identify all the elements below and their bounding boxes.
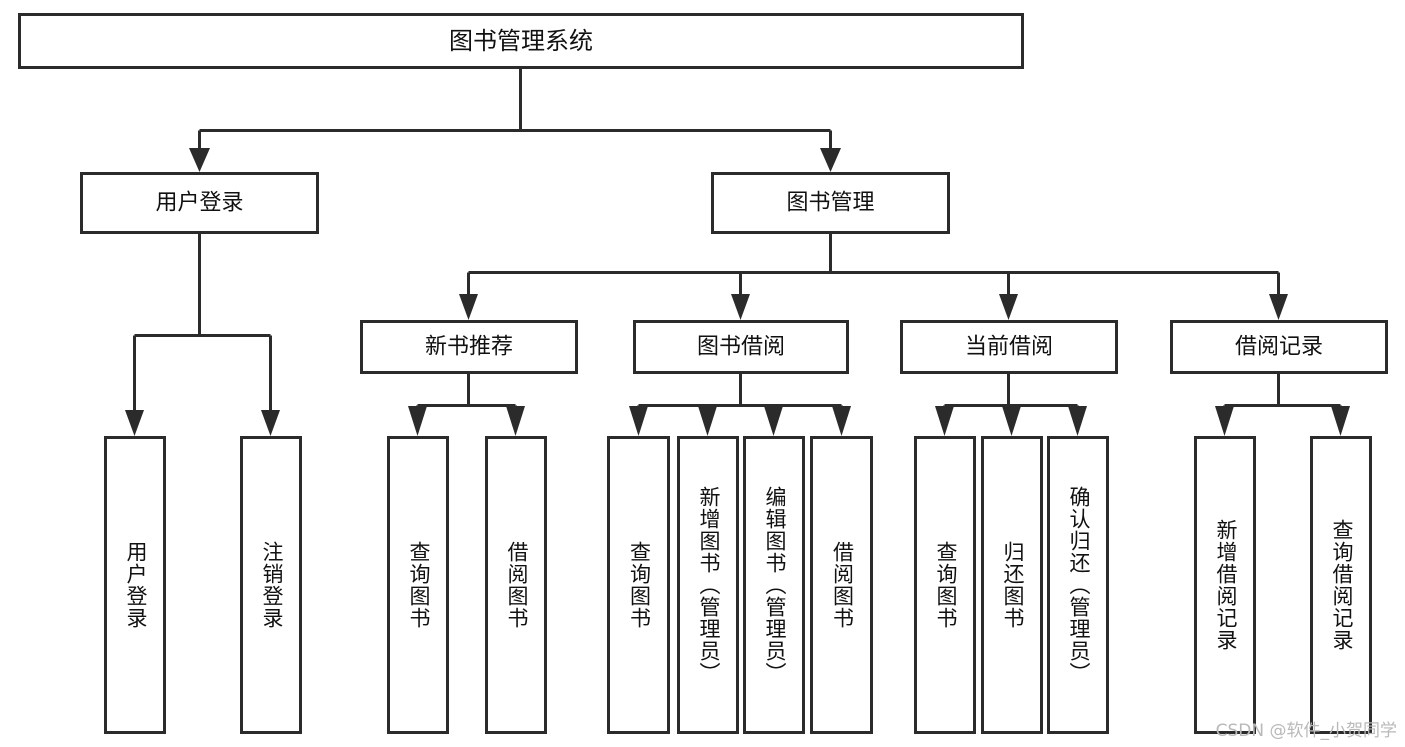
node-current-borrow-label: 当前借阅 — [965, 335, 1053, 360]
arrow-head-leaf-query-book-3 — [935, 406, 954, 436]
node-borrow-record-label: 借阅记录 — [1235, 335, 1323, 360]
leaf-query-book-2-rect[interactable] — [607, 436, 670, 734]
node-current-borrow-rect[interactable] — [900, 320, 1118, 374]
arrow-head-leaf-add-book — [698, 406, 717, 436]
node-new-book-recommend-label: 新书推荐 — [425, 335, 513, 360]
connectors — [125, 68, 1350, 436]
node-user-login-rect[interactable] — [80, 172, 319, 234]
arrow-head-book-borrow — [731, 294, 750, 320]
arrow-head-leaf-query-record — [1331, 406, 1350, 436]
leaf-add-record-rect[interactable] — [1194, 436, 1256, 734]
node-current-borrow[interactable]: 当前借阅 — [900, 320, 1118, 374]
node-book-manage[interactable]: 图书管理 — [711, 172, 950, 234]
leaf-query-book-1-rect[interactable] — [387, 436, 449, 734]
arrow-head-leaf-borrow-book-1 — [506, 406, 525, 436]
arrow-head-leaf-add-record — [1215, 406, 1234, 436]
leaf-query-book-3-rect[interactable] — [914, 436, 976, 734]
arrow-head-borrow-record — [1269, 294, 1288, 320]
arrow-head-leaf-edit-book — [764, 406, 783, 436]
arrow-head-user-login — [189, 148, 210, 172]
csdn-watermark: CSDN @软件_小贺同学 — [1215, 721, 1397, 741]
arrow-head-leaf-query-book-1 — [408, 406, 427, 436]
leaf-nodes — [104, 436, 1372, 734]
node-new-book-recommend[interactable]: 新书推荐 — [360, 320, 578, 374]
arrow-head-current-borrow — [999, 294, 1018, 320]
node-book-borrow-rect[interactable] — [633, 320, 849, 374]
arrow-head-leaf-confirm-return — [1068, 406, 1087, 436]
leaf-user-logout-rect[interactable] — [240, 436, 302, 734]
leaf-confirm-return-rect[interactable] — [1047, 436, 1109, 734]
node-borrow-record[interactable]: 借阅记录 — [1170, 320, 1388, 374]
leaf-return-book-rect[interactable] — [981, 436, 1043, 734]
arrow-head-new-book-recommend — [459, 294, 478, 320]
node-book-manage-label: 图书管理 — [786, 191, 874, 216]
node-user-login[interactable]: 用户登录 — [80, 172, 319, 234]
node-book-borrow-label: 图书借阅 — [697, 335, 785, 360]
node-book-manage-rect[interactable] — [711, 172, 950, 234]
leaf-borrow-book-2-rect[interactable] — [810, 436, 873, 734]
node-root[interactable]: 图书管理系统 — [18, 13, 1024, 69]
node-new-book-recommend-rect[interactable] — [360, 320, 578, 374]
arrow-head-leaf-user-logout — [261, 410, 280, 436]
leaf-borrow-book-1-rect[interactable] — [485, 436, 547, 734]
node-user-login-label: 用户登录 — [155, 191, 243, 216]
arrow-head-leaf-return-book — [1002, 406, 1021, 436]
node-root-rect[interactable] — [18, 13, 1024, 69]
node-book-borrow[interactable]: 图书借阅 — [633, 320, 849, 374]
leaf-query-record-rect[interactable] — [1310, 436, 1372, 734]
arrow-head-leaf-borrow-book-2 — [832, 406, 851, 436]
leaf-user-login-rect[interactable] — [104, 436, 166, 734]
arrow-head-leaf-query-book-2 — [629, 406, 648, 436]
arrow-head-book-manage — [820, 148, 841, 172]
node-root-label: 图书管理系统 — [449, 27, 593, 55]
leaf-edit-book-rect[interactable] — [743, 436, 805, 734]
arrow-head-leaf-user-login — [125, 410, 144, 436]
leaf-add-book-rect[interactable] — [677, 436, 739, 734]
node-borrow-record-rect[interactable] — [1170, 320, 1388, 374]
